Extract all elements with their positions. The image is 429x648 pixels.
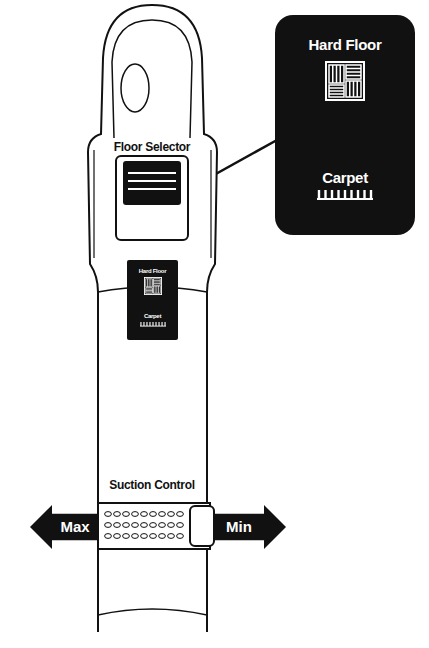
suction-hole [114, 512, 121, 517]
suction-hole [168, 534, 175, 539]
suction-hole [141, 534, 148, 539]
suction-hole [132, 512, 139, 517]
suction-clip [190, 506, 214, 546]
mode-label: Hard FloorCarpet [127, 260, 178, 340]
icon-group: Hard Floor [309, 37, 382, 101]
handle-inner-loop [112, 20, 192, 138]
suction-hole [105, 512, 112, 517]
carpet-icon [140, 321, 166, 327]
suction-hole [105, 523, 112, 528]
suction-hole [105, 534, 112, 539]
suction-hole [177, 534, 184, 539]
handle-outline [88, 5, 217, 632]
mode-text: Hard Floor [139, 268, 166, 274]
suction-hole [150, 523, 157, 528]
arrow-text: Max [60, 519, 89, 535]
arrow-text: Min [226, 519, 252, 535]
part-label: Floor Selector [112, 141, 192, 154]
suction-hole [141, 523, 148, 528]
mode-text: Carpet [322, 170, 368, 186]
hard-floor-icon [144, 277, 162, 295]
side-grip [94, 150, 211, 258]
mode-text: Carpet [144, 313, 161, 319]
icon-group: Carpet [317, 170, 373, 200]
suction-hole [168, 512, 175, 517]
carpet-icon [317, 188, 373, 200]
mode-text: Hard Floor [309, 37, 382, 53]
suction-hole [150, 534, 157, 539]
direction-arrow: Min [214, 505, 286, 549]
suction-hole [141, 512, 148, 517]
suction-hole [177, 523, 184, 528]
suction-hole [159, 534, 166, 539]
suction-hole [123, 523, 130, 528]
handle-oval [121, 64, 149, 112]
suction-hole [123, 512, 130, 517]
suction-hole [159, 523, 166, 528]
suction-hole [114, 534, 121, 539]
suction-hole [168, 523, 175, 528]
suction-holes [105, 512, 184, 539]
knob-ridges [128, 173, 176, 189]
suction-hole [114, 523, 121, 528]
direction-arrow: Max [30, 505, 98, 549]
icon-group: Carpet [140, 313, 166, 327]
mode-label: Hard FloorCarpet [275, 15, 415, 235]
part-label: Suction Control [107, 479, 197, 492]
suction-hole [159, 512, 166, 517]
selector-frame [116, 156, 188, 240]
hard-floor-icon [325, 61, 365, 101]
selector-knob [123, 161, 181, 205]
suction-hole [123, 534, 130, 539]
icon-group: Hard Floor [139, 268, 166, 295]
suction-hole [132, 523, 139, 528]
suction-hole [177, 512, 184, 517]
suction-hole [150, 512, 157, 517]
arrow-fill [214, 505, 286, 549]
arrow-fill [30, 505, 98, 549]
suction-hole [132, 534, 139, 539]
